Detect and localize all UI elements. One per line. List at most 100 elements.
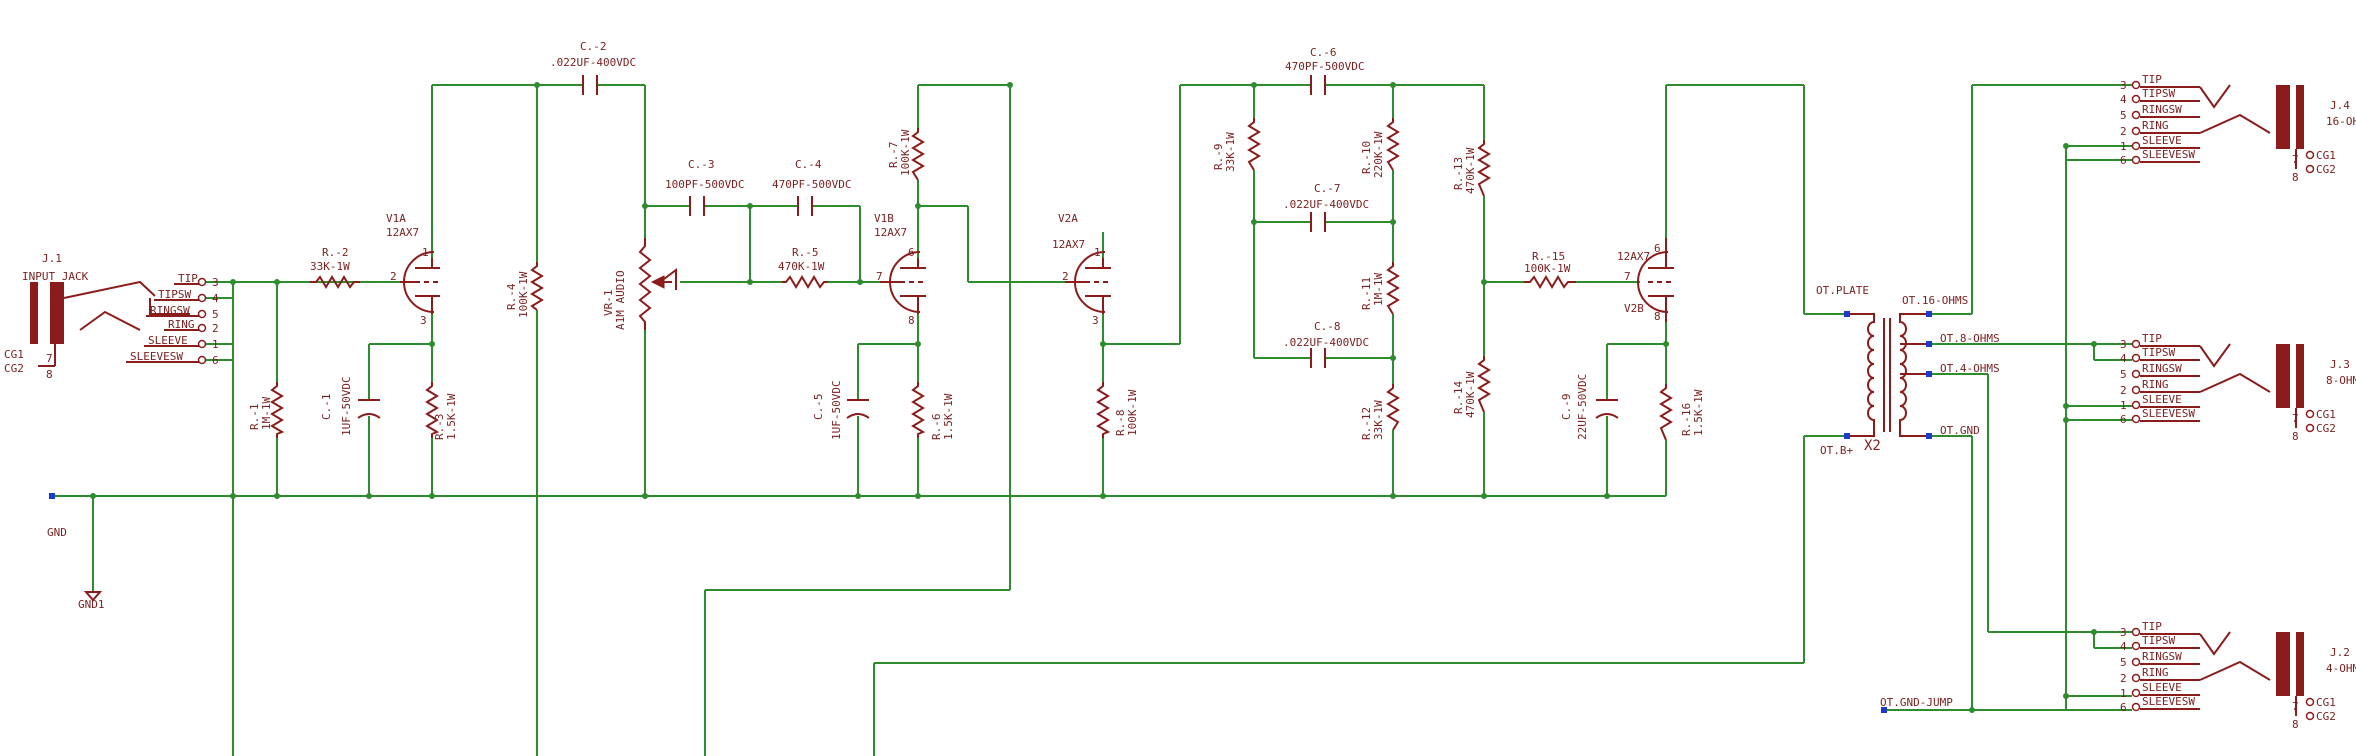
svg-text:7: 7 <box>46 352 53 365</box>
resistor-r5: R.-5 470K-1W <box>778 246 828 289</box>
svg-text:7: 7 <box>876 270 883 283</box>
svg-text:2: 2 <box>1062 270 1069 283</box>
output-pin-label: TIPSW <box>2142 346 2175 359</box>
svg-text:100K-1W: 100K-1W <box>899 129 912 176</box>
output-pin-number: 1 <box>2120 687 2127 700</box>
output-cg-circle <box>2305 150 2315 160</box>
svg-text:V1B: V1B <box>874 212 894 225</box>
output-pin-label: TIPSW <box>2142 87 2175 100</box>
input-pin-number: 6 <box>212 354 219 367</box>
svg-text:1UF-50VDC: 1UF-50VDC <box>340 376 353 436</box>
output-pin-number: 5 <box>2120 656 2127 669</box>
input-pin-number: 1 <box>212 338 219 351</box>
input-pin-circle <box>197 309 207 319</box>
capacitor-c1: C.-1 1UF-50VDC <box>320 376 381 436</box>
capacitor-c7: C.-7 .022UF-400VDC <box>1283 182 1369 232</box>
output-pin-number: 6 <box>2120 154 2127 167</box>
svg-text:R.-8: R.-8 <box>1114 410 1127 437</box>
svg-text:470K-1W: 470K-1W <box>1464 371 1477 418</box>
svg-text:1M-1W: 1M-1W <box>260 397 273 430</box>
output-pin-circle <box>2131 339 2141 349</box>
svg-text:CG1: CG1 <box>4 348 24 361</box>
output-pin-label: SLEEVESW <box>2142 148 2195 161</box>
svg-text:6: 6 <box>1654 242 1661 255</box>
output-pin-label: TIPSW <box>2142 634 2175 647</box>
output-pin-label: SLEEVE <box>2142 134 2182 147</box>
output-pin-circle <box>2131 155 2141 165</box>
tube-v1a: V1A 12AX7 1 2 3 <box>385 212 440 327</box>
resistor-r16: R.-16 1.5K-1W <box>1659 384 1705 441</box>
svg-text:1.5K-1W: 1.5K-1W <box>1692 389 1705 436</box>
svg-text:OT.16-OHMS: OT.16-OHMS <box>1902 294 1968 307</box>
capacitor-c8: C.-8 .022UF-400VDC <box>1283 320 1369 368</box>
svg-text:R.-7: R.-7 <box>887 142 900 169</box>
output-jack-value: 16-OHMS <box>2326 115 2356 128</box>
svg-text:8: 8 <box>46 368 53 381</box>
input-pin-circle <box>197 293 207 303</box>
svg-text:GND: GND <box>47 526 67 539</box>
output-pin-label: TIP <box>2142 332 2162 345</box>
svg-text:V1A: V1A <box>386 212 406 225</box>
output-pin-circle <box>2131 400 2141 410</box>
svg-text:C.-3: C.-3 <box>688 158 715 171</box>
output-jack-name: J.2 <box>2330 646 2350 659</box>
output-cg-circle <box>2305 164 2315 174</box>
output-pin-circle <box>2131 657 2141 667</box>
svg-text:33K-1W: 33K-1W <box>310 260 350 273</box>
resistor-r14: R.-14 470K-1W <box>1452 356 1491 418</box>
capacitor-c3: C.-3 100PF-500VDC <box>665 158 744 216</box>
svg-text:1.5K-1W: 1.5K-1W <box>445 393 458 440</box>
svg-text:.022UF-400VDC: .022UF-400VDC <box>550 56 636 69</box>
svg-text:100K-1W: 100K-1W <box>1126 389 1139 436</box>
resistor-r6: R.-6 1.5K-1W <box>911 382 955 441</box>
output-pin-circle <box>2131 385 2141 395</box>
svg-text:CG2: CG2 <box>4 362 24 375</box>
svg-text:1.5K-1W: 1.5K-1W <box>942 393 955 440</box>
svg-text:C.-8: C.-8 <box>1314 320 1341 333</box>
svg-text:OT.8-OHMS: OT.8-OHMS <box>1940 332 2000 345</box>
svg-text:C.-7: C.-7 <box>1314 182 1341 195</box>
svg-text:GND1: GND1 <box>78 598 105 611</box>
resistor-r11: R.-11 1M-1W <box>1360 262 1400 315</box>
svg-text:12AX7: 12AX7 <box>1052 238 1085 251</box>
svg-text:.022UF-400VDC: .022UF-400VDC <box>1283 336 1369 349</box>
output-pin8-label: 8 <box>2292 430 2299 443</box>
svg-text:R.-12: R.-12 <box>1360 407 1373 440</box>
svg-text:3: 3 <box>420 314 427 327</box>
svg-text:33K-1W: 33K-1W <box>1372 400 1385 440</box>
input-pin-number: 4 <box>212 292 219 305</box>
output-pin-number: 2 <box>2120 125 2127 138</box>
svg-text:8: 8 <box>1654 310 1661 323</box>
output-pin-number: 6 <box>2120 413 2127 426</box>
svg-text:C.-4: C.-4 <box>795 158 822 171</box>
output-cg2-label: CG2 <box>2316 163 2336 176</box>
resistor-r9: R.-9 33K-1W <box>1212 118 1261 172</box>
input-pin-label: TIP <box>178 272 198 285</box>
svg-text:R.-11: R.-11 <box>1360 277 1373 310</box>
svg-text:R.-5: R.-5 <box>792 246 819 259</box>
svg-text:OT.PLATE: OT.PLATE <box>1816 284 1869 297</box>
input-pin-circle <box>197 323 207 333</box>
svg-text:R.-13: R.-13 <box>1452 157 1465 190</box>
output-pin-label: RING <box>2142 666 2169 679</box>
svg-text:22UF-50VDC: 22UF-50VDC <box>1576 374 1589 440</box>
input-pin-circle <box>197 277 207 287</box>
svg-text:1UF-50VDC: 1UF-50VDC <box>830 380 843 440</box>
input-pin-label: RING <box>168 318 195 331</box>
output-jack-body <box>2276 632 2290 696</box>
output-pin-circle <box>2131 141 2141 151</box>
output-jack-ring-spring <box>2199 372 2271 393</box>
output-pin-label: TIP <box>2142 620 2162 633</box>
svg-text:R.-6: R.-6 <box>930 414 943 441</box>
svg-text:100K-1W: 100K-1W <box>517 271 530 318</box>
svg-text:C.-1: C.-1 <box>320 394 333 421</box>
svg-text:R.-16: R.-16 <box>1680 403 1693 436</box>
output-jack-value: 8-OHMS <box>2326 374 2356 387</box>
output-pin-label: SLEEVE <box>2142 681 2182 694</box>
output-pin-label: SLEEVESW <box>2142 695 2195 708</box>
output-jack-sleeve <box>2296 632 2304 696</box>
svg-text:12AX7: 12AX7 <box>386 226 419 239</box>
output-pin-circle <box>2131 80 2141 90</box>
output-cg-circle <box>2305 711 2315 721</box>
